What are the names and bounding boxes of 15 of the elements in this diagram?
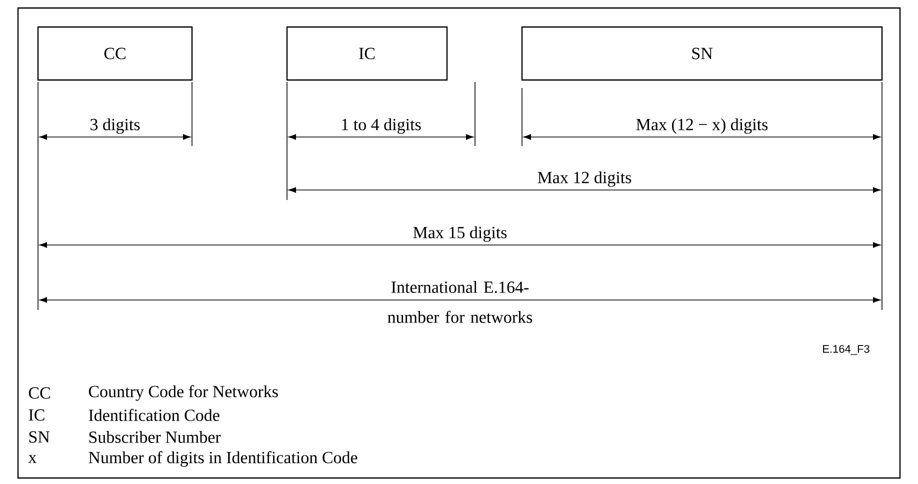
abbreviation: CC <box>28 387 50 399</box>
field-box: CC <box>37 26 193 81</box>
field-box: IC <box>286 26 448 81</box>
field-box: SN <box>521 26 883 81</box>
dimension-label: Max 12 digits <box>538 171 632 187</box>
abbreviation: IC <box>28 409 44 421</box>
abbreviation: SN <box>29 431 50 443</box>
key-description: Number of digits in Identification Code <box>88 451 358 467</box>
key-description: Country Code for Networks <box>88 385 278 401</box>
dimension-label: International E.164- number for networks <box>388 281 532 323</box>
figure-id: E.164_F3 <box>823 345 870 355</box>
key-description: Identification Code <box>88 408 220 422</box>
dimension-label: Max 15 digits <box>413 226 507 242</box>
abbreviation: x <box>28 455 36 463</box>
key-description: Subscriber Number <box>89 431 221 443</box>
